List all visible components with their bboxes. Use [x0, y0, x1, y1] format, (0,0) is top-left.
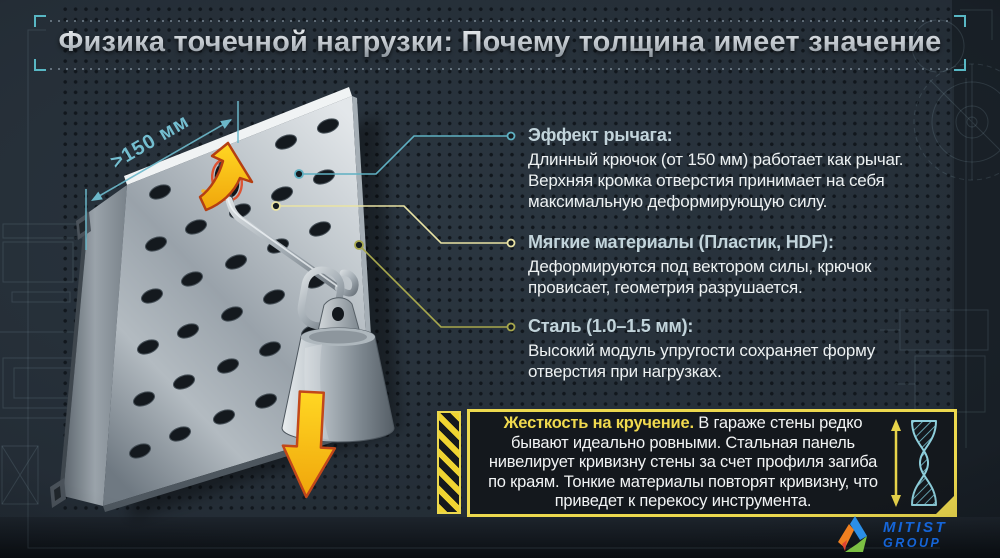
callout-leverage: Эффект рычага: Длинный крючок (от 150 мм…	[528, 125, 958, 212]
rotation-arrow-icon	[198, 141, 254, 212]
logo-text: MITIST GROUP	[883, 520, 947, 550]
brand-logo: MITIST GROUP	[833, 514, 963, 556]
frame-corner-top-right	[960, 9, 993, 40]
leader-dot-icon	[294, 169, 304, 179]
title-corner-bracket-icon	[954, 15, 966, 27]
callout-body: Высокий модуль упругости сохраняет форму…	[528, 341, 876, 381]
callout-heading: Эффект рычага:	[528, 125, 673, 145]
leader-dot-icon	[506, 238, 516, 248]
leader-dot-icon	[506, 131, 516, 141]
torsion-warning-box: Жесткость на кручение. В гараже стены ре…	[467, 409, 957, 517]
bottom-shade-strip	[0, 517, 1000, 558]
title-corner-bracket-icon	[34, 59, 46, 71]
leader-dot-icon	[506, 322, 516, 332]
leader-lines	[271, 131, 516, 332]
gear-circle-inner	[955, 105, 989, 139]
leader-dot-icon	[354, 240, 364, 250]
warning-body: В гараже стены редко бывают идеально ров…	[488, 414, 878, 511]
title-corner-bracket-icon	[954, 59, 966, 71]
leader-dot-icon	[271, 201, 281, 211]
logo-line2: GROUP	[883, 536, 942, 551]
hazard-stripes-icon	[437, 411, 461, 514]
double-arrow-icon	[891, 419, 901, 507]
twist-icon	[891, 419, 937, 507]
right-shade-strip	[952, 0, 1000, 558]
title-corner-bracket-icon	[34, 15, 46, 27]
title-bar: Физика точечной нагрузки: Почему толщина…	[0, 0, 1000, 78]
frame-line	[27, 29, 940, 549]
callout-body: Деформируются под вектором силы, крючок …	[528, 257, 872, 297]
title-dotted-rule-bottom	[50, 68, 950, 70]
gear-circle-mid	[931, 81, 1000, 163]
logo-line1: MITIST	[883, 519, 948, 537]
warning-title: Жесткость на кручение.	[503, 414, 694, 433]
callout-heading: Мягкие материалы (Пластик, HDF):	[528, 232, 834, 252]
title-dotted-rule-top	[50, 20, 950, 22]
page-title: Физика точечной нагрузки: Почему толщина…	[0, 26, 1000, 59]
callout-steel: Сталь (1.0–1.5 мм): Высокий модуль упруг…	[528, 316, 958, 382]
right-vertical-lines	[952, 78, 967, 448]
callout-heading: Сталь (1.0–1.5 мм):	[528, 316, 694, 336]
warning-text: Жесткость на кручение. В гараже стены ре…	[484, 414, 882, 512]
logo-triangle-icon	[838, 516, 867, 552]
down-force-arrow-icon	[281, 390, 337, 499]
callout-soft-materials: Мягкие материалы (Пластик, HDF): Деформи…	[528, 232, 958, 298]
callout-body: Длинный крючок (от 150 мм) работает как …	[528, 150, 904, 211]
gear-circle-outer	[913, 63, 1000, 181]
